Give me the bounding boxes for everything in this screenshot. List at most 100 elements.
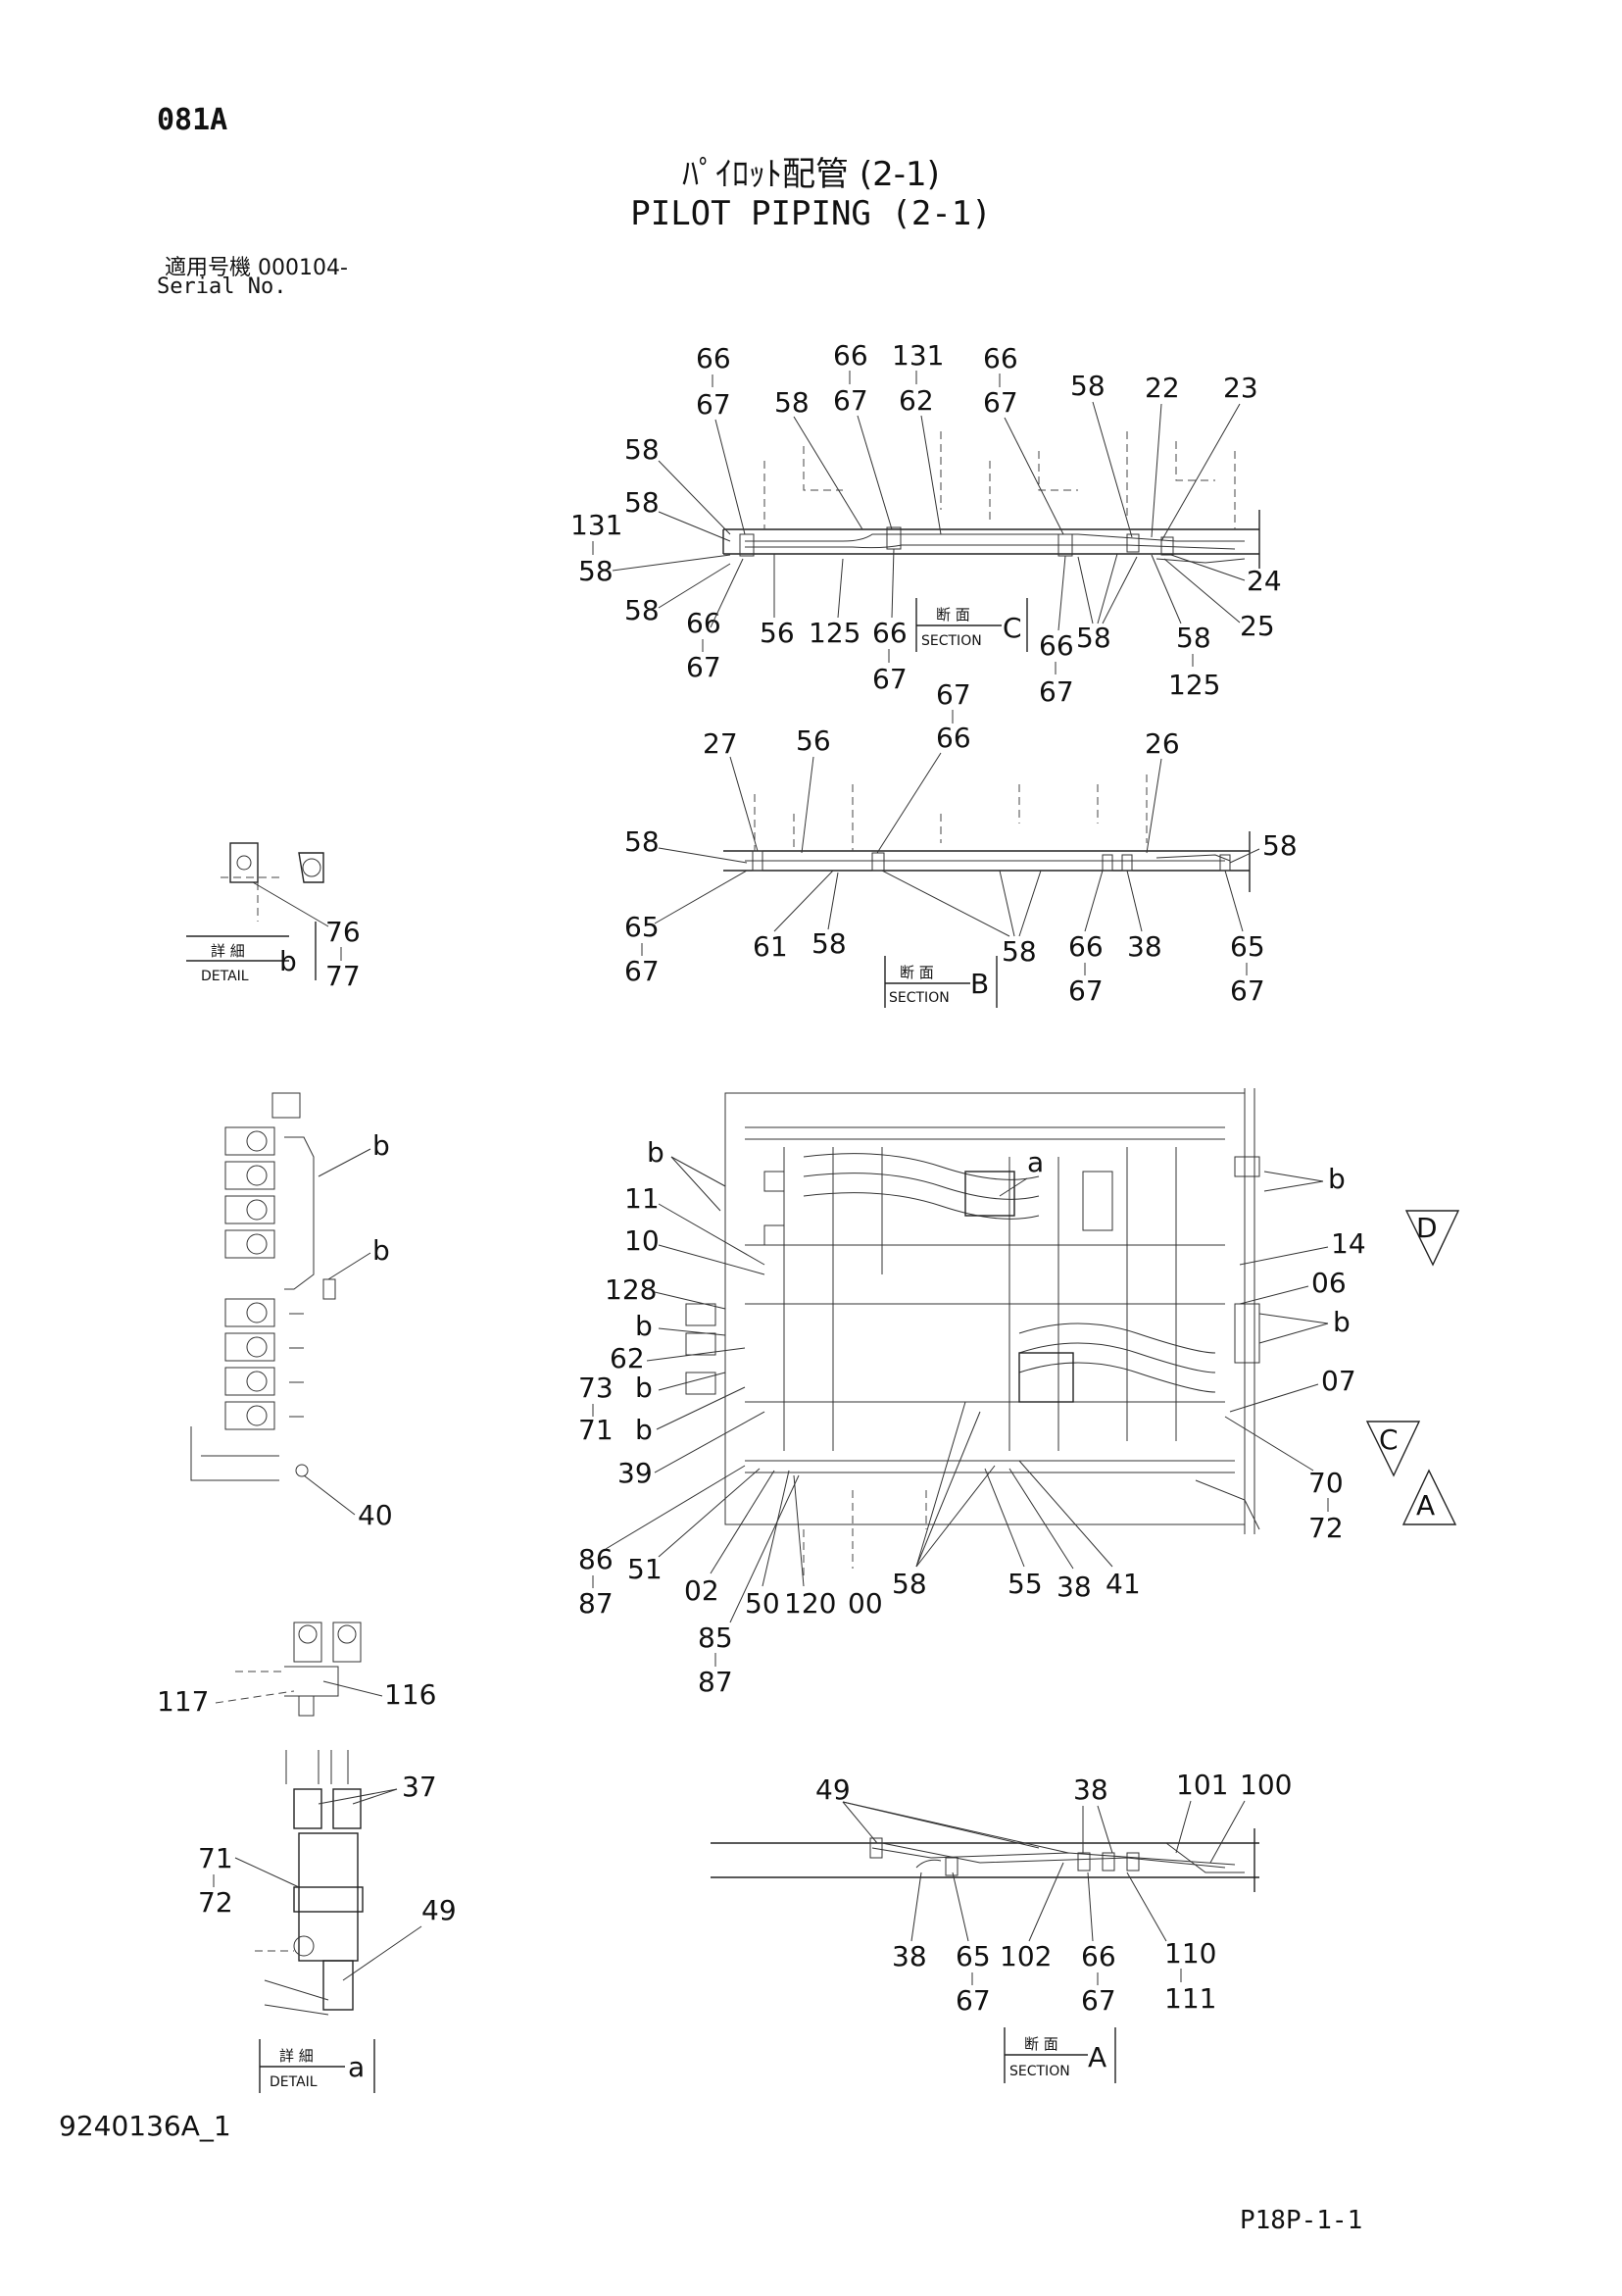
callout-c-17: 66 xyxy=(686,607,721,639)
callout-left-5: 37 xyxy=(402,1771,437,1803)
callout-c-20: 125 xyxy=(809,617,860,649)
section-a-label: SECTION xyxy=(1009,2064,1070,2079)
callout-b-4: 26 xyxy=(1145,727,1180,760)
callout-c-3: 67 xyxy=(833,384,868,417)
connector-detail: 117 116 xyxy=(157,1622,436,1718)
callout-a-0: 49 xyxy=(815,1773,851,1806)
section-b-box: 断 面 SECTION B xyxy=(884,956,998,1008)
callout-main-1: 11 xyxy=(624,1182,660,1215)
callout-main-21: 51 xyxy=(627,1553,663,1585)
callout-b-8: 67 xyxy=(624,955,660,987)
callout-main-20: 87 xyxy=(578,1587,614,1620)
callout-main-3: 128 xyxy=(605,1273,657,1306)
callout-a-5: 65 xyxy=(956,1940,991,1972)
callout-left-3: 117 xyxy=(157,1685,209,1718)
callout-a-9: 67 xyxy=(1081,1984,1116,2017)
drawing-number: 9240136A_1 xyxy=(59,2110,231,2142)
callout-main-22: 02 xyxy=(684,1574,719,1607)
main-callouts: b 11 10 128 b 62 73 b 71 b 39 a b 14 06 … xyxy=(578,1136,1366,1698)
callout-b-16: 67 xyxy=(1230,974,1265,1007)
callout-c-22: 67 xyxy=(872,663,908,695)
callout-a-11: 111 xyxy=(1164,1982,1216,2015)
callout-main-31: 41 xyxy=(1106,1568,1141,1600)
callout-main-17: 70 xyxy=(1308,1467,1344,1499)
callout-c-23: 66 xyxy=(1039,629,1074,662)
callout-a-1: 38 xyxy=(1073,1773,1108,1806)
callout-main-11: a xyxy=(1027,1146,1044,1178)
callout-c-25: 58 xyxy=(1076,622,1111,654)
page-title: PILOT PIPING (2-1) xyxy=(630,194,992,233)
callout-main-5: 62 xyxy=(610,1342,645,1374)
callout-main-28: 87 xyxy=(698,1666,733,1698)
callout-b-5: 58 xyxy=(624,825,660,858)
callout-b-9: 61 xyxy=(753,930,788,963)
view-marker-d: D xyxy=(1416,1212,1438,1244)
callout-main-13: 14 xyxy=(1331,1227,1366,1260)
callout-left-8: 49 xyxy=(421,1894,457,1926)
callout-main-29: 55 xyxy=(1008,1568,1043,1600)
detail-b-jp: 詳 細 xyxy=(211,942,245,960)
serial-label-japanese: 適用号機 000104- xyxy=(165,256,348,280)
callout-c-0: 66 xyxy=(696,342,731,374)
callout-c-12: 58 xyxy=(774,386,810,419)
callout-b-0: 27 xyxy=(703,727,738,760)
section-a-callouts: 49 38 101 100 38 65 67 102 66 67 110 111 xyxy=(815,1769,1292,2017)
callout-left-2: 40 xyxy=(358,1499,393,1531)
callout-c-19: 56 xyxy=(760,617,795,649)
callout-detail-b-1: 77 xyxy=(325,960,361,992)
detail-b-letter: b xyxy=(279,945,297,977)
section-a-jp: 断 面 xyxy=(1024,2035,1058,2053)
detail-a-label: DETAIL xyxy=(270,2074,318,2090)
callout-a-8: 66 xyxy=(1081,1940,1116,1972)
callout-main-26: 58 xyxy=(892,1568,927,1600)
callout-c-7: 67 xyxy=(983,386,1018,419)
callout-main-14: 06 xyxy=(1311,1267,1347,1299)
section-c-letter: C xyxy=(1003,612,1022,644)
callout-main-30: 38 xyxy=(1057,1571,1092,1603)
page-reference: P18P-1-1 xyxy=(1240,2206,1363,2235)
callout-main-6: 73 xyxy=(578,1372,614,1404)
callout-b-10: 58 xyxy=(811,927,847,960)
section-b-letter: B xyxy=(970,968,989,1000)
serial-label: Serial No. xyxy=(157,275,287,299)
callout-c-6: 66 xyxy=(983,342,1018,374)
section-b-callouts: 27 56 67 66 26 58 58 65 67 61 58 58 66 6… xyxy=(624,678,1298,1007)
callout-b-13: 67 xyxy=(1068,974,1104,1007)
callout-c-28: 24 xyxy=(1247,565,1282,597)
detail-a-view: 37 71 72 49 xyxy=(198,1750,457,2016)
page-id: 081A xyxy=(157,103,228,137)
section-a-view xyxy=(711,1828,1259,1892)
callout-c-29: 25 xyxy=(1240,610,1275,642)
callout-main-8: 71 xyxy=(578,1414,614,1446)
callout-a-10: 110 xyxy=(1164,1937,1216,1970)
callout-b-2: 67 xyxy=(936,678,971,711)
callout-main-7: b xyxy=(635,1372,653,1404)
detail-b-label: DETAIL xyxy=(201,969,249,984)
callout-c-9: 22 xyxy=(1145,372,1180,404)
detail-a-jp: 詳 細 xyxy=(279,2047,314,2065)
callout-left-4: 116 xyxy=(384,1678,436,1711)
callout-b-12: 66 xyxy=(1068,930,1104,963)
left-valve-callouts: b b 40 xyxy=(303,1129,393,1531)
callout-a-4: 38 xyxy=(892,1940,927,1972)
callout-c-8: 58 xyxy=(1070,370,1106,402)
callout-c-10: 23 xyxy=(1223,372,1258,404)
section-c-view xyxy=(722,431,1260,569)
callout-c-27: 125 xyxy=(1168,669,1220,701)
callout-left-6: 71 xyxy=(198,1842,233,1874)
view-marker-a: A xyxy=(1416,1489,1435,1522)
callout-c-24: 67 xyxy=(1039,675,1074,708)
left-valve-column xyxy=(190,1092,336,1481)
callout-b-7: 65 xyxy=(624,911,660,943)
callout-main-18: 72 xyxy=(1308,1512,1344,1544)
callout-a-2: 101 xyxy=(1176,1769,1228,1801)
callout-b-15: 65 xyxy=(1230,930,1265,963)
detail-b-view xyxy=(221,842,324,922)
detail-a-box: 詳 細 DETAIL a xyxy=(259,2039,375,2093)
callout-a-7: 102 xyxy=(1000,1940,1052,1972)
callout-main-4: b xyxy=(635,1310,653,1342)
callout-main-0: b xyxy=(647,1136,664,1169)
section-b-view xyxy=(723,774,1251,892)
detail-a-letter: a xyxy=(348,2051,365,2083)
callout-c-14: 131 xyxy=(570,509,622,541)
